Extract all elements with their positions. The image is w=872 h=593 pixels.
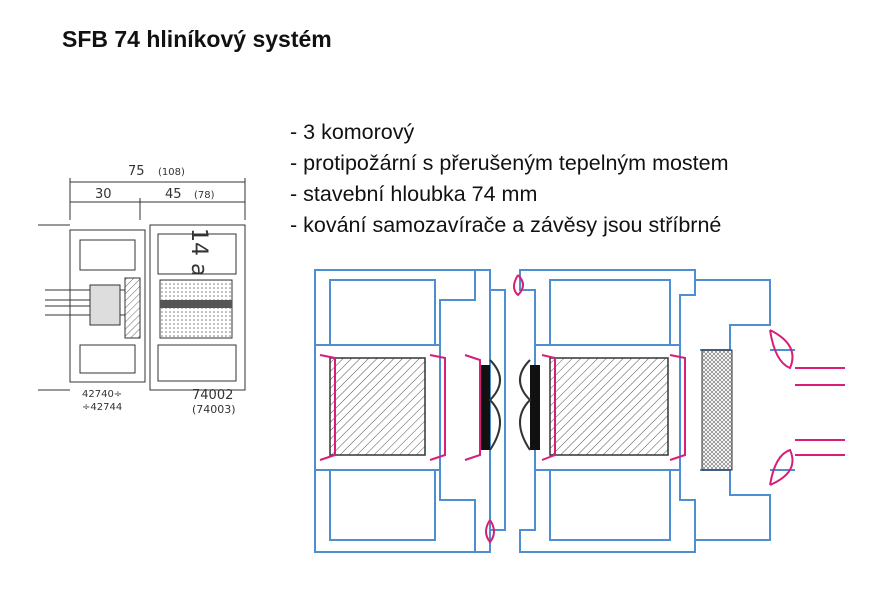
dim-left: 30 <box>95 187 112 202</box>
left-chamber-top <box>329 279 436 346</box>
left-frame-outline <box>314 269 476 553</box>
insulation-right <box>549 357 669 456</box>
feature-list: - 3 komorový - protipožární s přerušeným… <box>290 117 729 241</box>
insulation-left <box>329 357 426 456</box>
sash-profile <box>149 224 246 391</box>
thermal-break <box>124 277 141 339</box>
gasket <box>319 354 336 461</box>
profile-cross-section <box>314 269 845 553</box>
profile-label-right-2: (74003) <box>192 403 236 416</box>
fire-strip-left <box>480 365 490 450</box>
dim-total-alt: (108) <box>158 167 185 178</box>
dim-total: 75 <box>128 164 145 179</box>
feature-item: - kování samozavírače a závěsy jsou stří… <box>290 213 722 237</box>
fire-strip-right <box>530 365 540 450</box>
profile-label-right-1: 74002 <box>192 388 233 403</box>
dim-right-alt: (78) <box>194 190 215 201</box>
insulation-core <box>159 279 233 339</box>
insulation-strip <box>160 300 232 308</box>
feature-item: - 3 komorový <box>290 120 415 144</box>
page-title: SFB 74 hliníkový systém <box>62 26 332 52</box>
feature-item: - protipožární s přerušeným tepelným mos… <box>290 151 729 175</box>
left-chamber-bottom <box>329 469 436 541</box>
dim-right: 45 <box>165 187 182 202</box>
center-seal <box>488 359 501 451</box>
right-chamber-top <box>549 279 671 346</box>
feature-item: - stavební hloubka 74 mm <box>290 182 538 206</box>
right-frame-outline <box>519 269 696 553</box>
section-drawing-small: 75 (108) 30 45 (78) 14 a 42740÷ ÷42744 7… <box>38 164 246 416</box>
right-chamber-bottom <box>549 469 671 541</box>
profile-label-left-2: ÷42744 <box>82 402 122 413</box>
rotated-label: 14 a <box>186 228 211 276</box>
profile-label-left-1: 42740÷ <box>82 389 122 400</box>
glazing-pack <box>701 349 733 471</box>
